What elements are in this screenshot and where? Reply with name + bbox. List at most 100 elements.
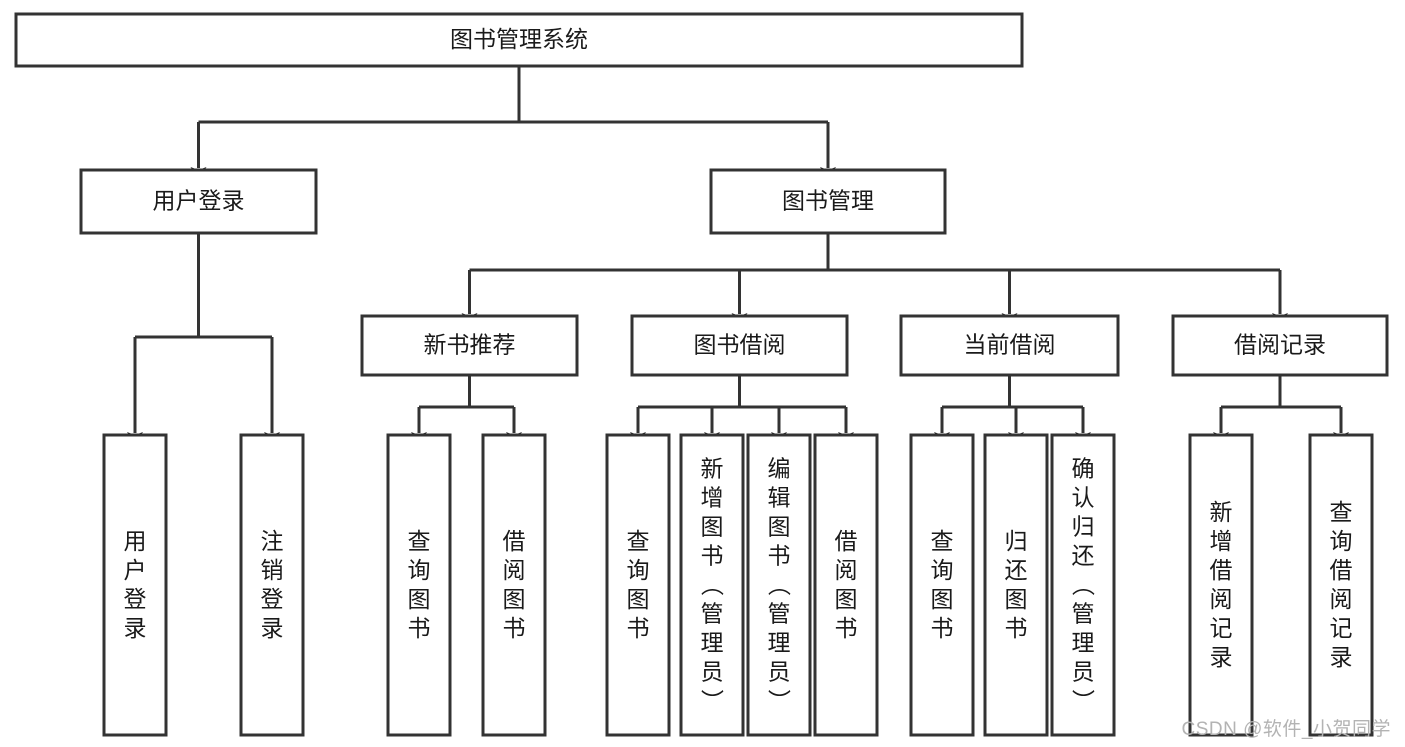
- svg-text:阅: 阅: [835, 557, 858, 583]
- node-box-current-borrow[interactable]: [899, 314, 1120, 377]
- svg-text:新: 新: [701, 456, 724, 482]
- svg-text:（: （: [1070, 573, 1096, 596]
- node-box-leaf-borrow-book-1[interactable]: [481, 433, 547, 737]
- svg-text:）: ）: [699, 689, 725, 712]
- svg-text:阅: 阅: [1330, 586, 1353, 612]
- svg-text:管: 管: [701, 601, 724, 627]
- svg-text:理: 理: [701, 630, 724, 656]
- svg-text:归: 归: [1072, 514, 1095, 540]
- svg-text:确: 确: [1072, 456, 1095, 482]
- node-label-user-login: 用户登录: [153, 188, 245, 214]
- node-box-leaf-query-book-2[interactable]: [605, 433, 671, 737]
- node-label-root: 图书管理系统: [450, 26, 588, 52]
- watermark-text: CSDN @软件_小贺同学: [1181, 719, 1391, 740]
- svg-text:用: 用: [124, 528, 147, 554]
- svg-text:询: 询: [627, 557, 650, 583]
- svg-text:理: 理: [1072, 630, 1095, 656]
- svg-text:管: 管: [768, 601, 791, 627]
- svg-text:增: 增: [701, 485, 724, 511]
- svg-text:还: 还: [1005, 557, 1028, 583]
- node-box-leaf-borrow-book-2[interactable]: [813, 433, 879, 737]
- svg-text:员: 员: [701, 659, 724, 685]
- node-box-book-manage[interactable]: [709, 168, 947, 235]
- svg-text:书: 书: [1005, 615, 1028, 641]
- svg-text:借: 借: [1210, 557, 1233, 583]
- svg-text:查: 查: [408, 528, 431, 554]
- svg-text:书: 书: [768, 543, 791, 569]
- node-box-leaf-add-record[interactable]: [1188, 433, 1254, 737]
- svg-text:书: 书: [931, 615, 954, 641]
- node-box-leaf-add-book[interactable]: [679, 433, 745, 737]
- node-box-user-login[interactable]: [79, 168, 318, 235]
- svg-text:查: 查: [627, 528, 650, 554]
- node-box-leaf-edit-book[interactable]: [746, 433, 812, 737]
- svg-text:图: 图: [701, 514, 724, 540]
- svg-text:认: 认: [1072, 485, 1095, 511]
- svg-text:还: 还: [1072, 543, 1095, 569]
- node-box-new-book-rec[interactable]: [360, 314, 579, 377]
- node-box-book-borrow[interactable]: [630, 314, 849, 377]
- svg-text:图: 图: [627, 586, 650, 612]
- svg-text:书: 书: [835, 615, 858, 641]
- svg-text:图: 图: [408, 586, 431, 612]
- node-box-leaf-query-book-1[interactable]: [386, 433, 452, 737]
- svg-text:图: 图: [768, 514, 791, 540]
- svg-text:编: 编: [768, 456, 791, 482]
- node-label-borrow-record: 借阅记录: [1234, 332, 1326, 358]
- connector-layer: [127, 66, 1349, 445]
- svg-text:员: 员: [768, 659, 791, 685]
- node-box-root[interactable]: [14, 12, 1024, 68]
- svg-text:询: 询: [408, 557, 431, 583]
- node-label-book-manage: 图书管理: [782, 188, 874, 214]
- svg-text:录: 录: [1330, 644, 1353, 670]
- svg-text:查: 查: [931, 528, 954, 554]
- node-label-leaf-user-login: 用户登录: [124, 528, 147, 641]
- svg-text:记: 记: [1330, 615, 1353, 641]
- svg-text:管: 管: [1072, 601, 1095, 627]
- svg-text:借: 借: [503, 528, 526, 554]
- svg-text:登: 登: [261, 586, 284, 612]
- svg-text:归: 归: [1005, 528, 1028, 554]
- node-box-borrow-record[interactable]: [1171, 314, 1389, 377]
- svg-text:）: ）: [766, 689, 792, 712]
- svg-text:阅: 阅: [503, 557, 526, 583]
- svg-text:阅: 阅: [1210, 586, 1233, 612]
- svg-text:记: 记: [1210, 615, 1233, 641]
- node-box-leaf-user-login[interactable]: [102, 433, 168, 737]
- svg-text:登: 登: [124, 586, 147, 612]
- svg-text:图: 图: [835, 586, 858, 612]
- svg-text:辑: 辑: [768, 485, 791, 511]
- svg-text:书: 书: [627, 615, 650, 641]
- label-layer: 图书管理系统用户登录图书管理新书推荐图书借阅当前借阅借阅记录用户登录注销登录查询…: [124, 26, 1353, 712]
- svg-text:询: 询: [1330, 528, 1353, 554]
- svg-text:图: 图: [1005, 586, 1028, 612]
- node-box-leaf-logout[interactable]: [239, 433, 305, 737]
- svg-text:新: 新: [1210, 499, 1233, 525]
- node-box-leaf-query-book-3[interactable]: [909, 433, 975, 737]
- svg-text:录: 录: [1210, 644, 1233, 670]
- node-box-leaf-return-book[interactable]: [983, 433, 1049, 737]
- node-label-current-borrow: 当前借阅: [964, 332, 1056, 358]
- node-box-leaf-query-record[interactable]: [1308, 433, 1374, 737]
- svg-text:增: 增: [1210, 528, 1233, 554]
- svg-text:录: 录: [261, 615, 284, 641]
- svg-text:查: 查: [1330, 499, 1353, 525]
- svg-text:录: 录: [124, 615, 147, 641]
- svg-text:销: 销: [261, 557, 284, 583]
- svg-text:书: 书: [701, 543, 724, 569]
- svg-text:理: 理: [768, 630, 791, 656]
- svg-text:借: 借: [835, 528, 858, 554]
- node-box-leaf-confirm-return[interactable]: [1050, 433, 1116, 737]
- svg-text:员: 员: [1072, 659, 1095, 685]
